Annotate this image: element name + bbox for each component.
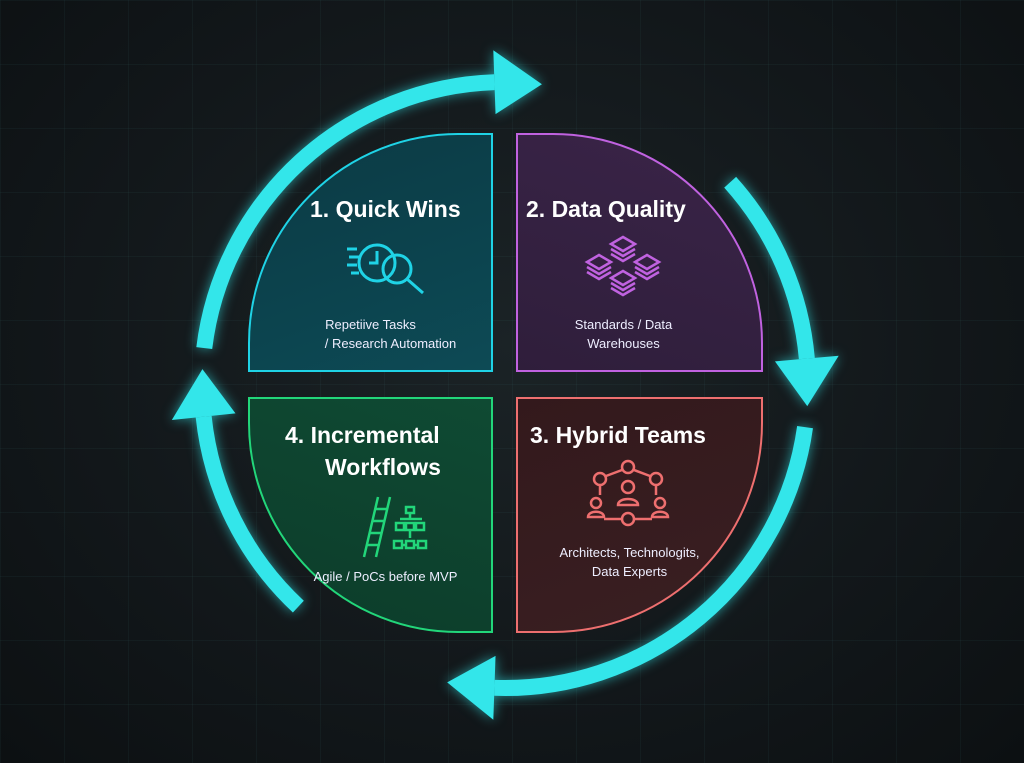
arrowhead-icon	[774, 355, 839, 407]
quadrant-title-line2: Workflows	[325, 454, 441, 480]
clock-magnifier-icon	[347, 243, 424, 295]
arrowhead-icon	[447, 655, 496, 720]
arrow-left	[171, 369, 304, 613]
arrowhead-icon	[493, 50, 542, 115]
quadrant-title: 1. Quick Wins	[310, 196, 461, 222]
quadrant-desc-line1: Agile / PoCs before MVP	[313, 569, 458, 584]
arrow-top	[196, 50, 542, 350]
arc-segment	[494, 426, 813, 696]
quadrant-desc-line2: Data Experts	[591, 564, 668, 579]
arc-segment	[195, 415, 304, 613]
quadrant-desc-line1: Repetiive Tasks	[325, 317, 416, 332]
ladder-flowchart-icon	[362, 496, 428, 558]
people-network-icon	[586, 459, 670, 527]
arrowhead-icon	[171, 369, 236, 421]
arc-segment	[196, 74, 495, 350]
quadrant-title: 3. Hybrid Teams	[530, 422, 706, 448]
quadrant-title: 2. Data Quality	[526, 196, 686, 222]
arc-segment	[724, 176, 815, 360]
quadrant-desc-line1: Architects, Technologits,	[559, 545, 700, 560]
quadrant-title-line1: 4. Incremental	[285, 422, 440, 448]
stacked-layers-icon	[584, 235, 662, 297]
arrow-bottom	[447, 426, 813, 720]
quadrant-desc-line2: / Research Automation	[324, 336, 457, 351]
quadrant-desc-line2: Warehouses	[587, 336, 660, 351]
arrow-right	[724, 176, 839, 407]
quadrant-desc-line1: Standards / Data	[574, 317, 673, 332]
